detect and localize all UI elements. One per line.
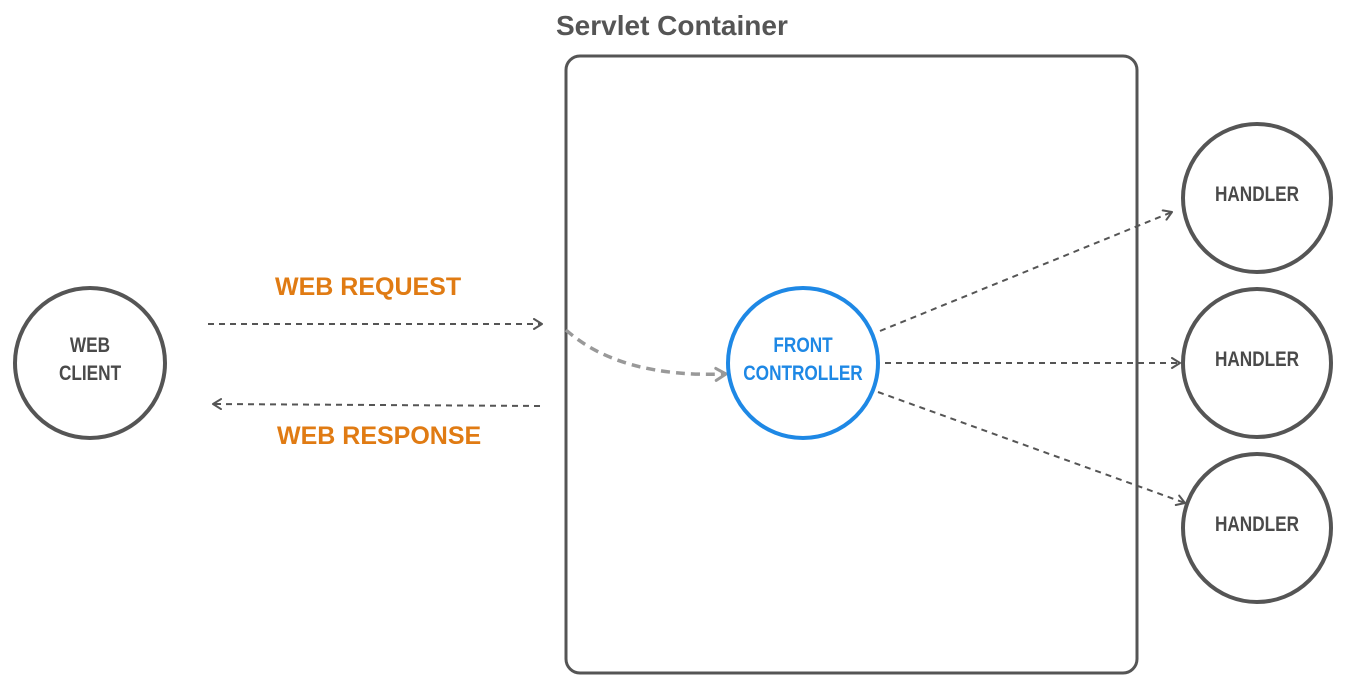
handler-2-label: HANDLER xyxy=(1215,349,1299,372)
web-client-circle xyxy=(13,286,167,440)
web-client-label-line2: CLIENT xyxy=(59,363,121,386)
handler-1-label: HANDLER xyxy=(1215,184,1299,207)
handler-2-circle xyxy=(1181,287,1333,439)
handler-3-arrow xyxy=(877,391,1186,506)
web-response-label: WEB RESPONSE xyxy=(277,422,481,450)
front-controller-circle xyxy=(726,286,880,440)
handler-3-circle xyxy=(1181,452,1333,604)
servlet-container-title: Servlet Container xyxy=(556,10,788,41)
web-response-arrow xyxy=(212,398,541,411)
handler-1-arrow xyxy=(879,209,1173,332)
servlet-container-box xyxy=(564,54,1139,675)
web-client-node: WEB CLIENT xyxy=(13,286,167,440)
dispatch-arrow xyxy=(564,328,728,382)
handler-1-node: HANDLER xyxy=(1181,122,1333,274)
front-controller-label-line1: FRONT xyxy=(773,335,833,358)
web-client-label-line1: WEB xyxy=(70,335,110,358)
handler-3-node: HANDLER xyxy=(1181,452,1333,604)
handler-3-label: HANDLER xyxy=(1215,514,1299,537)
front-controller-node: FRONT CONTROLLER xyxy=(726,286,880,440)
web-request-label: WEB REQUEST xyxy=(275,273,461,301)
front-controller-label-line2: CONTROLLER xyxy=(743,363,863,386)
handler-2-node: HANDLER xyxy=(1181,287,1333,439)
handler-1-circle xyxy=(1181,122,1333,274)
